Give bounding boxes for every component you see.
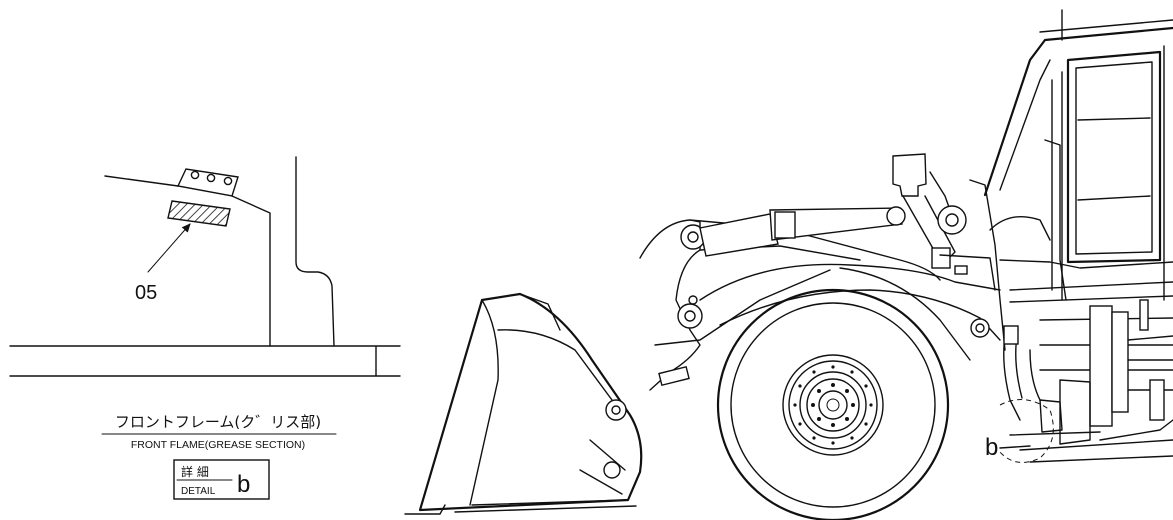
detail-badge-jp: 詳 細 bbox=[181, 464, 209, 479]
detail-badge: 詳 細 DETAIL b bbox=[173, 459, 270, 500]
detail-badge-en: DETAIL bbox=[181, 486, 216, 497]
leader-arrow bbox=[147, 223, 191, 273]
detail-title-en: FRONT FLAME(GREASE SECTION) bbox=[131, 439, 305, 451]
bell-crank bbox=[892, 153, 968, 275]
detail-badge-letter: b bbox=[237, 471, 250, 498]
grease-bracket bbox=[176, 168, 239, 197]
boom-arm bbox=[639, 219, 941, 391]
front-frame bbox=[699, 179, 1006, 361]
tilt-cylinder bbox=[699, 206, 906, 257]
operator-cab bbox=[983, 9, 1173, 301]
callout-letter-b: b bbox=[985, 434, 998, 461]
frame-plate-edge bbox=[295, 156, 335, 347]
frame-base-beam bbox=[9, 345, 401, 377]
rear-frame bbox=[999, 281, 1173, 463]
wheel-bolts bbox=[793, 365, 873, 445]
wheel-loader-side-view: b bbox=[404, 9, 1173, 520]
bucket bbox=[404, 292, 643, 515]
detail-b-callout: b bbox=[985, 399, 1054, 463]
front-wheel bbox=[716, 288, 950, 520]
part-number-label: 05 bbox=[135, 282, 157, 304]
detail-title-jp: フロントフレーム(ク゛リス部) bbox=[115, 413, 321, 431]
frame-outline bbox=[104, 175, 271, 347]
detail-view: 05 フロントフレーム(ク゛リス部) FRONT FLAME(GREASE SE… bbox=[9, 156, 401, 500]
label-plate-05 bbox=[167, 200, 231, 227]
